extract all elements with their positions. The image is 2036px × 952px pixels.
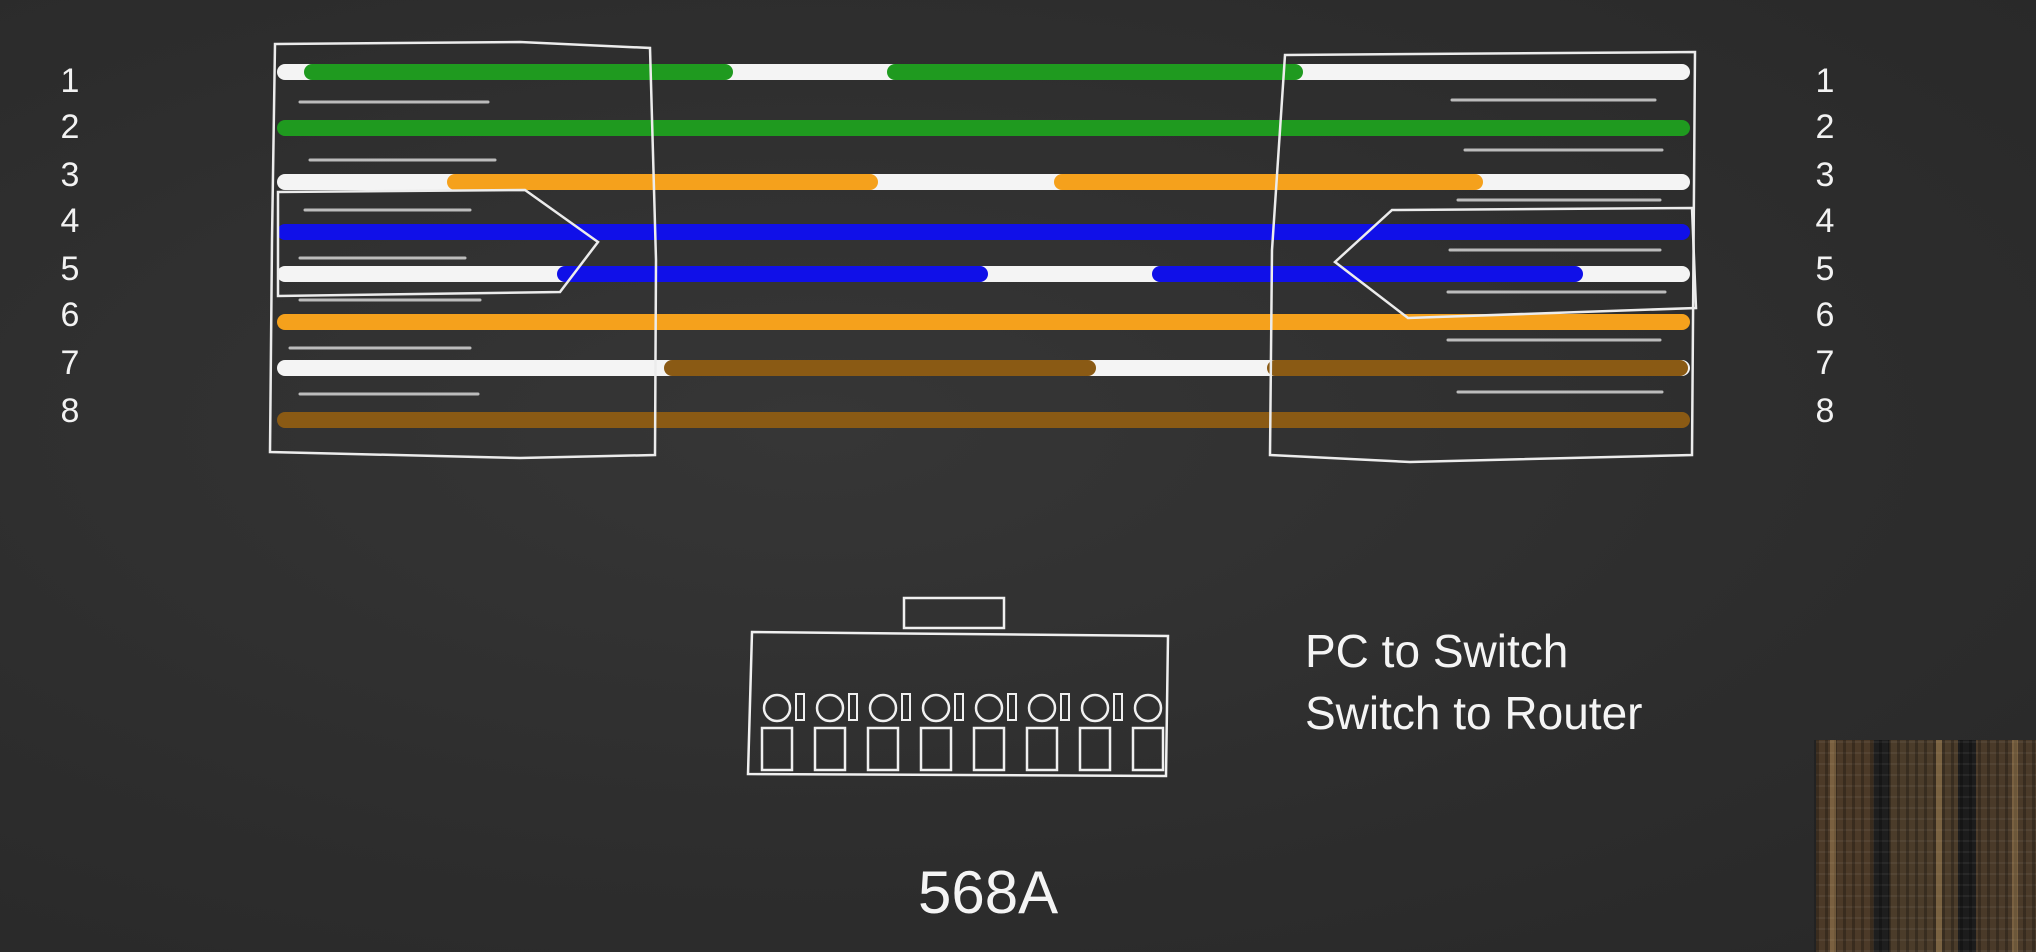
jack-contact-circle bbox=[1027, 693, 1057, 723]
chalk-marks bbox=[288, 98, 1667, 396]
jack-contact-circle bbox=[1080, 693, 1110, 723]
left-pin-number: 8 bbox=[60, 392, 80, 430]
left-pin-number: 7 bbox=[60, 344, 80, 382]
use-pc-to-switch: PC to Switch bbox=[1305, 625, 1569, 677]
jack-contact-slot bbox=[760, 726, 794, 772]
left-pin-number: 2 bbox=[60, 108, 80, 146]
jack-contact-circle bbox=[868, 693, 898, 723]
right-connector-outline bbox=[1268, 50, 1697, 464]
jack-divider bbox=[1060, 693, 1070, 721]
left-pin-number: 3 bbox=[60, 156, 80, 194]
jack-divider bbox=[848, 693, 858, 721]
left-pair-highlight bbox=[276, 188, 600, 298]
right-pin-number: 3 bbox=[1815, 156, 1835, 194]
right-pin-number: 2 bbox=[1815, 108, 1835, 146]
jack-body bbox=[746, 630, 1170, 778]
jack-contact-slot bbox=[813, 726, 847, 772]
left-connector-outline bbox=[268, 40, 658, 460]
jack-contact-circle bbox=[762, 693, 792, 723]
jack-contact-slot bbox=[1078, 726, 1112, 772]
thumb-strip bbox=[2012, 740, 2018, 952]
right-pair-highlight bbox=[1333, 206, 1698, 320]
use-switch-to-router: Switch to Router bbox=[1305, 687, 1643, 739]
thumb-strip bbox=[1936, 740, 1942, 952]
left-pin-number: 4 bbox=[60, 202, 80, 240]
jack-contact-slot bbox=[972, 726, 1006, 772]
left-pin-number: 6 bbox=[60, 296, 80, 334]
jack-latch bbox=[902, 596, 1006, 630]
jack-contact-circle bbox=[1133, 693, 1163, 723]
jack-pins bbox=[760, 693, 1165, 772]
wire-layer bbox=[277, 64, 1690, 428]
jack-divider bbox=[954, 693, 964, 721]
right-pin-number: 7 bbox=[1815, 344, 1835, 382]
right-pin-number: 1 bbox=[1815, 62, 1835, 100]
right-pin-number: 6 bbox=[1815, 296, 1835, 334]
right-pin-number: 8 bbox=[1815, 392, 1835, 430]
thumb-strip bbox=[1830, 740, 1836, 952]
jack-contact-circle bbox=[974, 693, 1004, 723]
video-thumbnail bbox=[1814, 740, 2036, 952]
jack-divider bbox=[1113, 693, 1123, 721]
right-pin-number: 5 bbox=[1815, 250, 1835, 288]
left-pin-number: 5 bbox=[60, 250, 80, 288]
jack-contact-circle bbox=[815, 693, 845, 723]
jack-contact-slot bbox=[1131, 726, 1165, 772]
right-pin-number: 4 bbox=[1815, 202, 1835, 240]
rj45-jack-drawing bbox=[746, 596, 1170, 778]
jack-contact-circle bbox=[921, 693, 951, 723]
jack-contact-slot bbox=[866, 726, 900, 772]
left-pin-number: 1 bbox=[60, 62, 80, 100]
jack-contact-slot bbox=[919, 726, 953, 772]
jack-divider bbox=[795, 693, 805, 721]
jack-contact-slot bbox=[1025, 726, 1059, 772]
jack-divider bbox=[901, 693, 911, 721]
cable-uses: PC to Switch Switch to Router bbox=[1305, 620, 1642, 744]
jack-divider bbox=[1007, 693, 1017, 721]
standard-label: 568A bbox=[918, 859, 1059, 926]
